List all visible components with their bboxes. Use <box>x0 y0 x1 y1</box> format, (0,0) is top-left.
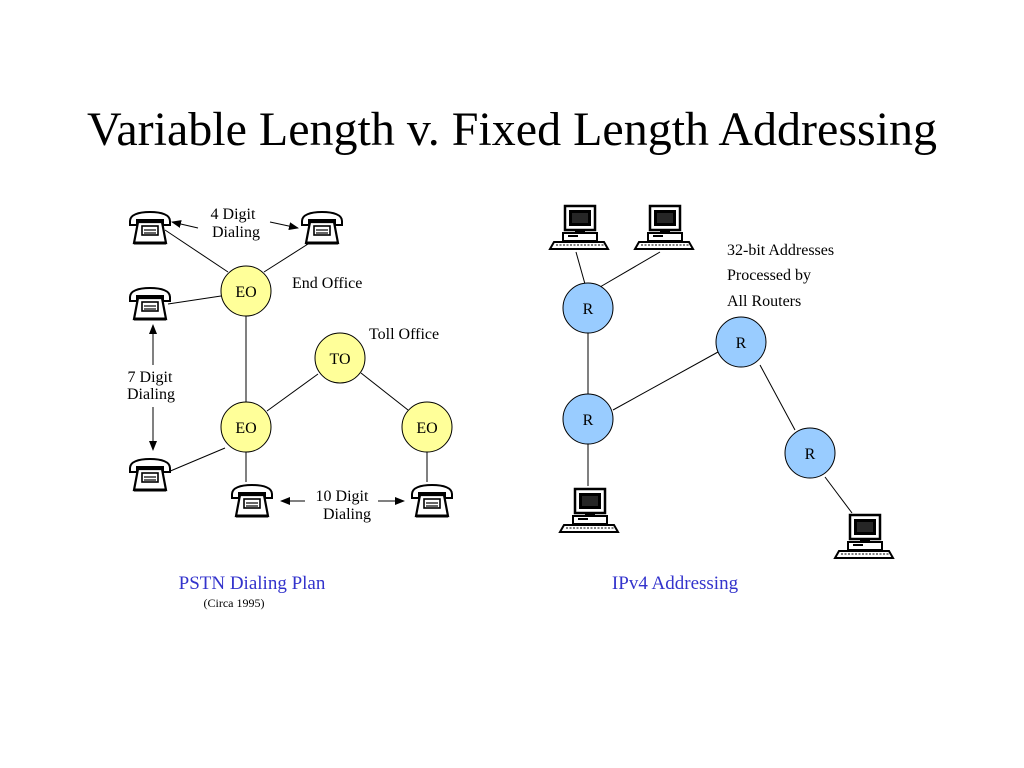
eo-node-top: EO <box>220 265 272 317</box>
svg-text:R: R <box>736 335 747 352</box>
telephone-icon <box>230 483 274 518</box>
pstn-caption: PSTN Dialing Plan <box>179 573 326 594</box>
router-node: R <box>562 393 614 445</box>
svg-text:EO: EO <box>235 284 256 301</box>
four-digit-label: 4 Digit <box>211 206 256 223</box>
slide-title: Variable Length v. Fixed Length Addressi… <box>86 103 938 156</box>
computer-icon <box>548 204 610 251</box>
ten-digit-label: Dialing <box>323 506 371 523</box>
eo-node-right: EO <box>401 401 453 453</box>
svg-text:TO: TO <box>329 351 350 368</box>
computer-icon <box>633 204 695 251</box>
telephone-icon <box>128 210 172 245</box>
telephone-icon <box>128 457 172 492</box>
telephone-icon <box>300 210 344 245</box>
computer-icon <box>833 513 895 560</box>
four-digit-label: Dialing <box>212 224 260 241</box>
router-node: R <box>562 282 614 334</box>
pstn-links <box>164 229 428 482</box>
seven-digit-label: 7 Digit <box>128 369 173 386</box>
svg-text:R: R <box>805 446 816 463</box>
ipv4-links <box>575 251 853 514</box>
seven-digit-label: Dialing <box>127 386 175 403</box>
toll-office-label: Toll Office <box>369 326 439 343</box>
ipv4-note: All Routers <box>727 293 801 310</box>
ten-digit-label: 10 Digit <box>316 488 369 505</box>
pstn-arrows <box>149 220 405 505</box>
ipv4-caption: IPv4 Addressing <box>612 573 739 594</box>
ipv4-note: Processed by <box>727 267 811 284</box>
svg-text:EO: EO <box>416 420 437 437</box>
eo-node-mid: EO <box>220 401 272 453</box>
pstn-caption-sub: (Circa 1995) <box>204 596 265 610</box>
router-node: R <box>784 427 836 479</box>
telephone-icon <box>128 286 172 321</box>
computer-icon <box>558 487 620 534</box>
to-node: TO <box>314 332 366 384</box>
telephone-icon <box>410 483 454 518</box>
end-office-label: End Office <box>292 275 362 292</box>
svg-text:EO: EO <box>235 420 256 437</box>
router-node: R <box>715 316 767 368</box>
svg-text:R: R <box>583 412 594 429</box>
ipv4-note: 32-bit Addresses <box>727 242 834 259</box>
svg-text:R: R <box>583 301 594 318</box>
